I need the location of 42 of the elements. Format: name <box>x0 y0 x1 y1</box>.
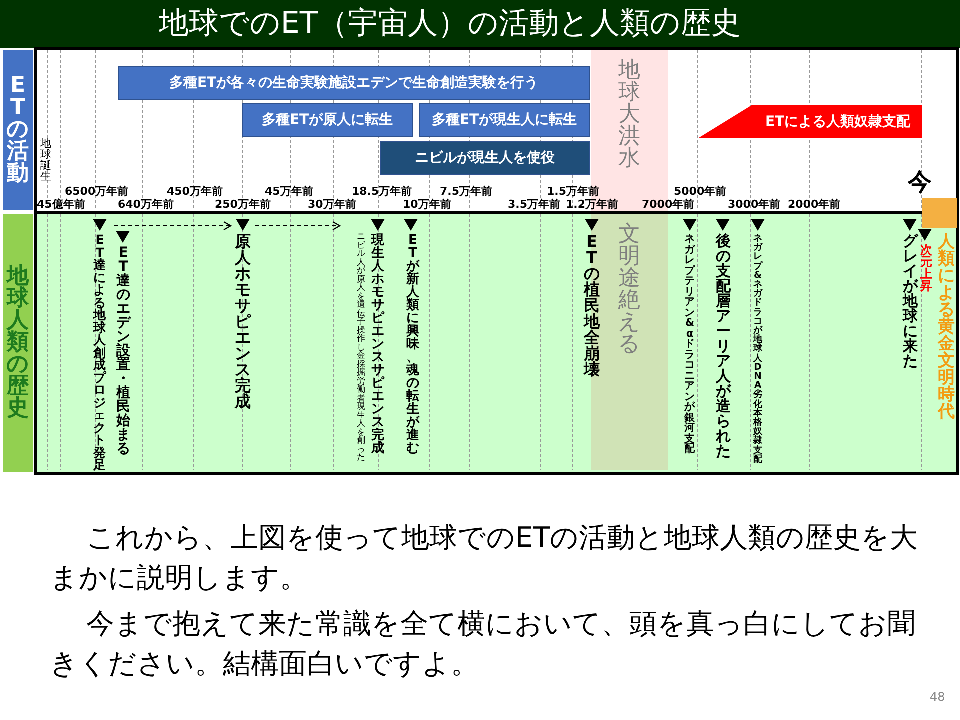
event-text: ET達による地球人創成プロジェクト発足 <box>93 234 107 472</box>
time-tick-label: 3.5万年前 <box>508 197 560 212</box>
period-bar: 多種ETが各々の生命実験施設エデンで生命創造実験を行う <box>118 66 590 100</box>
time-tick-label: 450万年前 <box>167 184 223 198</box>
row-header: ETの活動 <box>3 50 33 210</box>
present-label: 今 <box>908 167 932 198</box>
time-tick-label: 1.2万年前 <box>566 197 618 212</box>
time-tick-label: 5000年前 <box>674 184 727 198</box>
event-text: ET達のエデン設置・植民始まる <box>116 246 131 456</box>
event-text: 後の支配層アーリア人が造られた <box>715 234 732 459</box>
time-tick-label: 1.5万年前 <box>547 184 600 198</box>
event-note: ニビル人が原人を遺伝子操作し金採掘労働者現生人を創った <box>357 233 366 462</box>
time-tick-label: 7.5万年前 <box>440 184 492 198</box>
slide-title: 地球でのET（宇宙人）の活動と人類の歴史 <box>0 0 960 48</box>
event-text: ネガレプ&ネガドラコが地球人DNA劣化本格奴隷支配 <box>753 234 763 464</box>
body-paragraph: これから、上図を使って地球でのETの活動と地球人類の歴史を大まかに説明します。 <box>50 520 920 596</box>
dashed-arrow <box>254 221 341 231</box>
time-tick-label: 2000年前 <box>788 197 841 212</box>
time-tick-label: 640万年前 <box>118 197 174 212</box>
event-text: グレイが地球に来た <box>902 234 919 369</box>
time-tick-label: 6500万年前 <box>65 184 129 198</box>
time-tick-label: 3000年前 <box>728 197 781 212</box>
time-tick-label: 250万年前 <box>215 197 271 212</box>
time-tick-label: 10万年前 <box>403 197 452 212</box>
body-paragraph: 今まで抱えて来た常識を全て横において、頭を真っ白にしてお聞きください。結構面白いですよ。 <box>50 606 916 682</box>
event-text: 人類による黄金文明時代 <box>937 234 956 421</box>
event-text: 次元上昇 <box>920 244 933 292</box>
time-tick-label: 45億年前 <box>37 197 86 212</box>
event-text: ETが新人類に興味、魂の転生が進む <box>406 234 420 455</box>
time-tick-label: 30万年前 <box>308 197 356 212</box>
period-bar: 多種ETが原人に転生 <box>242 103 413 137</box>
row-header: 地球人類の歴史 <box>3 214 33 472</box>
event-text: 現生人ホモサピエンスサピエンス完成 <box>371 234 385 455</box>
dashed-arrow <box>114 221 232 231</box>
page-number: 48 <box>930 690 946 704</box>
time-tick-label: 7000年前 <box>642 197 695 212</box>
period-bar: ニビルが現生人を使役 <box>380 141 590 175</box>
event-text: ネガレプテリアン&αドラコニアンが銀河支配 <box>684 234 696 454</box>
time-tick-label: 18.5万年前 <box>352 184 412 198</box>
event-text: 原人ホモサピエンス完成 <box>234 234 252 410</box>
period-bar: 多種ETが現生人に転生 <box>419 103 590 137</box>
time-tick-label: 45万年前 <box>265 184 314 198</box>
